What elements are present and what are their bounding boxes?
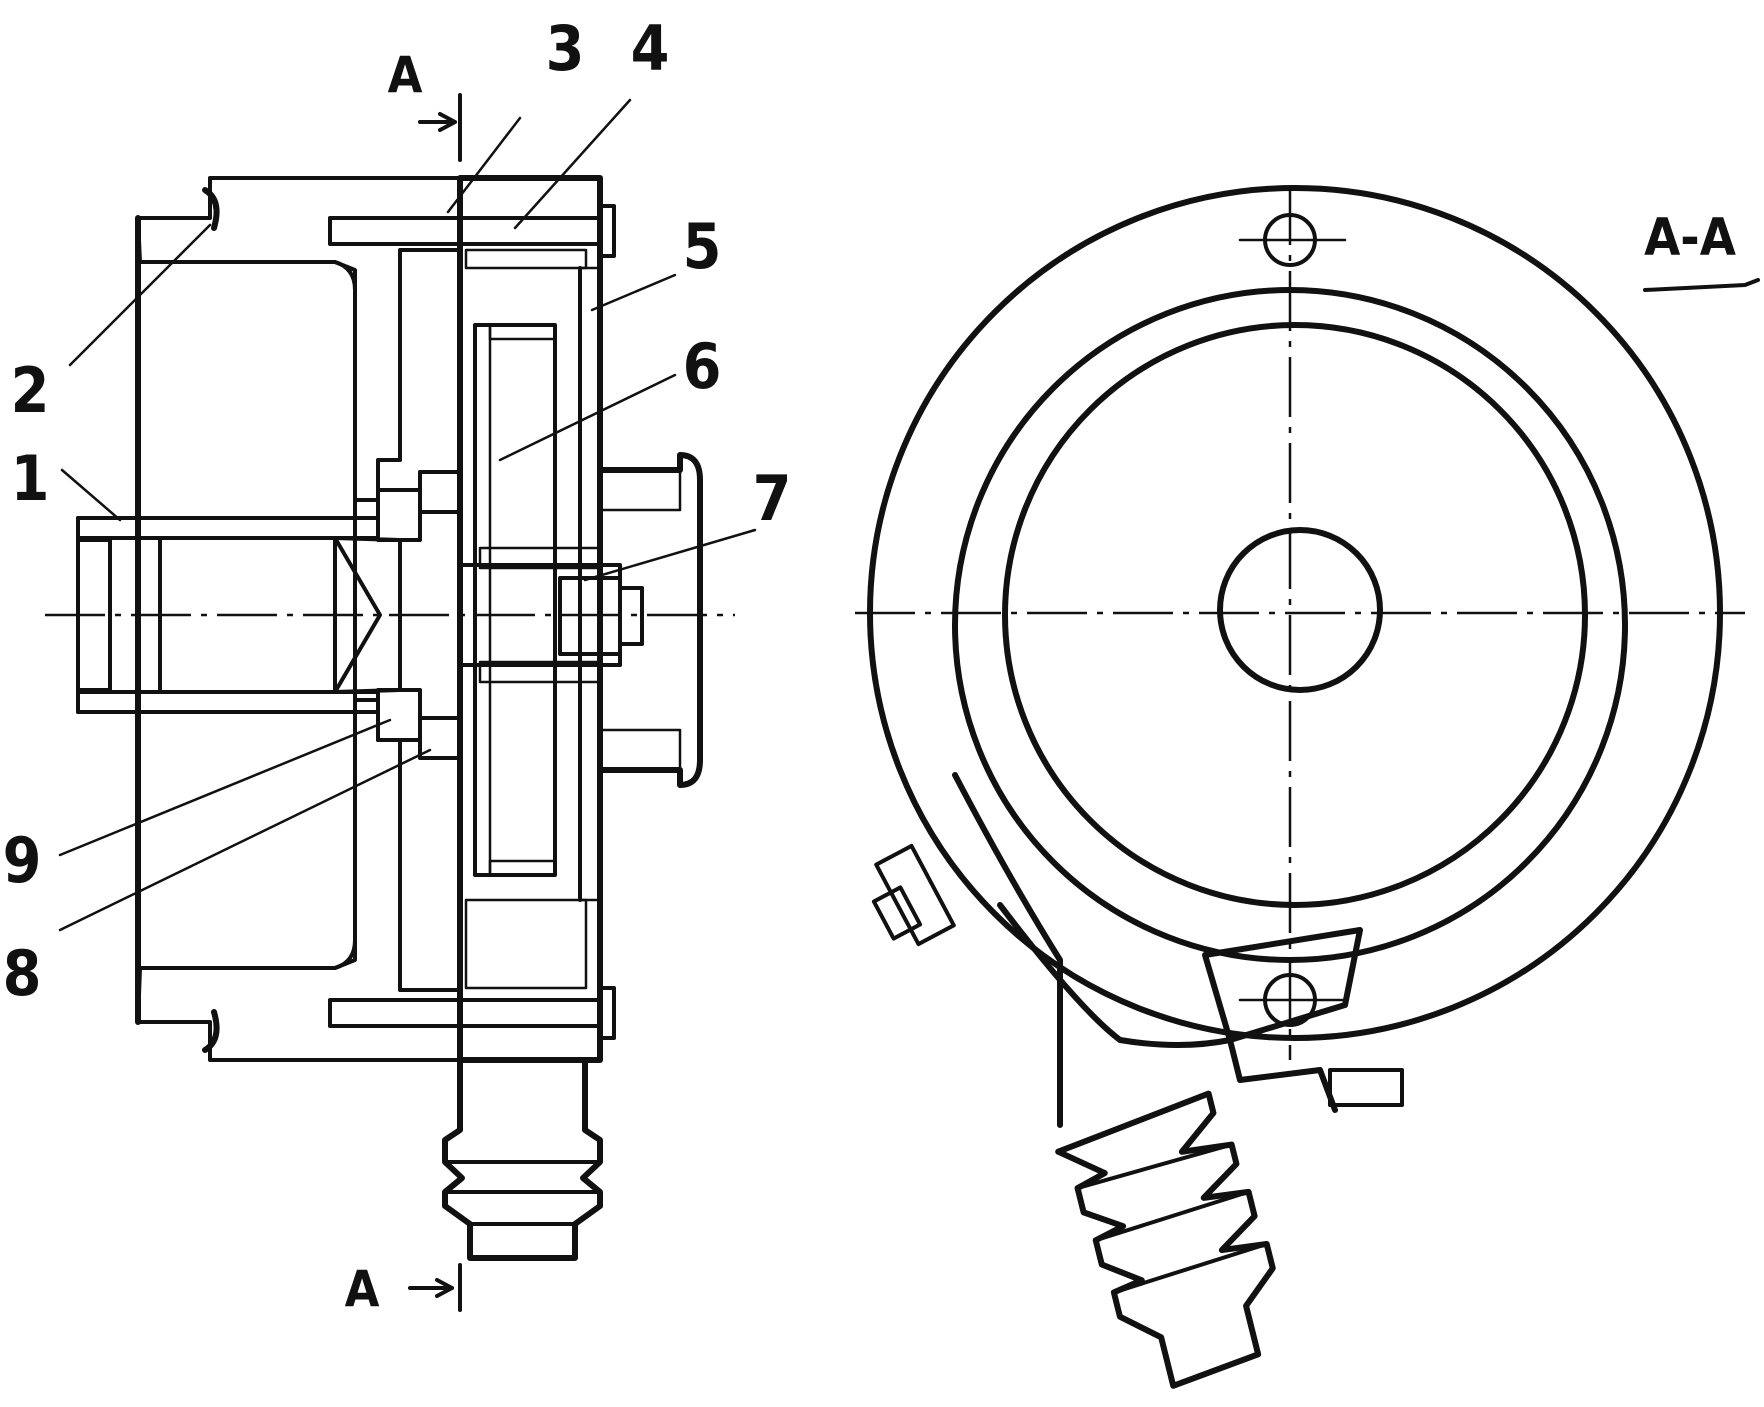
leader-7 — [583, 528, 757, 582]
inlet-tube-top-wall — [76, 516, 380, 540]
leader-5 — [590, 273, 677, 312]
label-7: 7 — [753, 462, 792, 535]
shaft-section — [1217, 527, 1383, 693]
label-6: 6 — [683, 330, 722, 403]
inlet-tube-bottom-wall — [76, 690, 380, 714]
bolt-top — [328, 216, 602, 246]
shaft-hub-top — [478, 546, 602, 570]
label-3: 3 — [546, 12, 585, 85]
leader-1 — [60, 468, 122, 522]
bolt-bottom-head — [598, 986, 616, 1040]
impeller-blade-bottom — [488, 859, 557, 877]
outlet-boss — [597, 452, 703, 788]
chamber-bottom-block — [464, 898, 588, 990]
side-lug-tip — [871, 885, 923, 941]
bearing-bottom — [376, 688, 422, 742]
shaft-hub-bottom — [478, 660, 602, 684]
washer-bottom — [418, 716, 462, 760]
outlet-neck — [952, 772, 1338, 1128]
impeller-blade-hatch — [473, 323, 492, 877]
housing-body — [136, 176, 462, 502]
leader-6 — [498, 373, 677, 462]
label-4: 4 — [631, 12, 670, 85]
housing-body-lower — [136, 698, 462, 1062]
section-view: A A 1 2 3 4 5 6 7 8 9 — [3, 12, 792, 1318]
outlet-nozzle — [442, 1057, 603, 1261]
outlet-boss-hatch-top — [598, 468, 682, 512]
label-9: 9 — [3, 824, 42, 897]
volute-tongue — [1202, 927, 1363, 1043]
side-lug — [874, 843, 956, 947]
impeller-blade-top — [488, 323, 557, 341]
label-1: 1 — [11, 442, 50, 515]
label-5: 5 — [683, 210, 722, 283]
front-view-a-a: A-A — [855, 185, 1760, 1389]
bearing-top — [376, 488, 422, 542]
outlet-boss-hatch-bottom — [598, 728, 682, 772]
view-title-underline — [1643, 278, 1760, 292]
bolt-top-head — [598, 204, 616, 258]
leader-9 — [58, 718, 392, 857]
chamber-top-block — [464, 248, 588, 270]
cut-arrow-top — [418, 112, 457, 132]
impeller-outline — [473, 323, 557, 877]
leader-4 — [513, 98, 632, 230]
leader-8 — [58, 748, 432, 932]
cut-marker-bottom: A — [345, 1260, 380, 1318]
leader-2 — [68, 223, 212, 367]
leader-3 — [446, 116, 522, 214]
bolt-bottom — [328, 998, 602, 1028]
impeller-circle — [1002, 322, 1588, 908]
lower-lug — [1328, 1068, 1404, 1107]
seal-ring-bottom — [202, 1009, 220, 1053]
washer-top — [418, 470, 462, 514]
cut-marker-top: A — [388, 46, 423, 104]
label-2: 2 — [11, 354, 50, 427]
cover-plate-hatch — [578, 266, 602, 902]
cut-arrow-bottom — [408, 1278, 454, 1298]
seal-ring-top — [202, 187, 220, 231]
view-title: A-A — [1644, 208, 1736, 268]
view-outlet-nozzle — [1055, 1090, 1276, 1389]
label-8: 8 — [3, 937, 42, 1010]
